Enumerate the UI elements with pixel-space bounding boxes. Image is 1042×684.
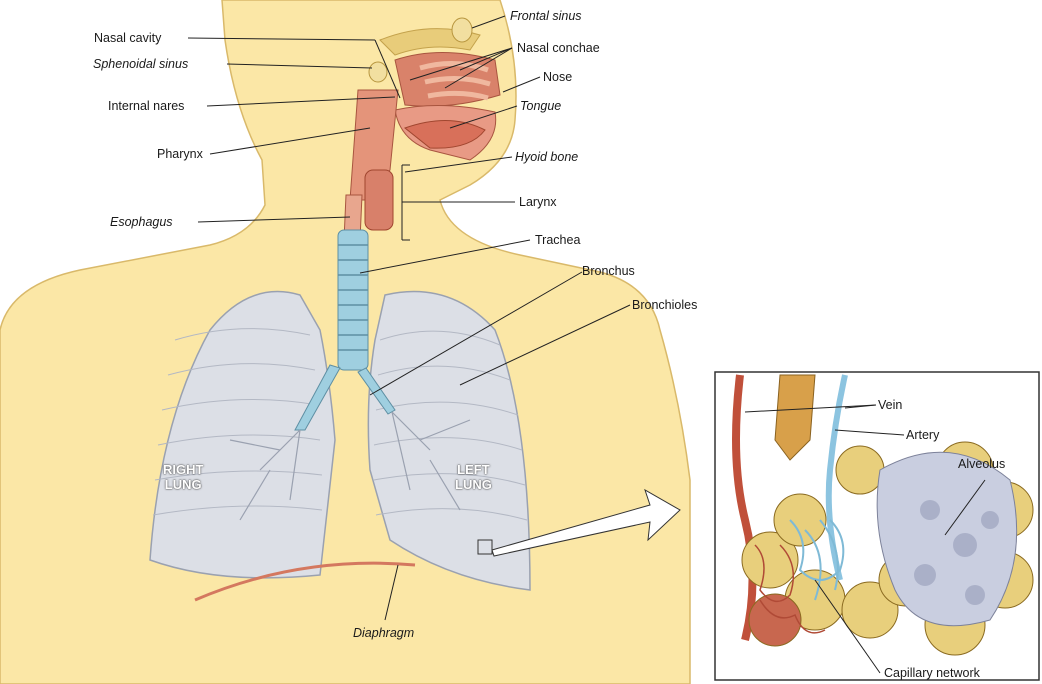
left-lung-label-line1: LEFT	[455, 462, 492, 477]
larynx-shape	[365, 170, 393, 230]
larynx-label: Larynx	[519, 195, 557, 209]
nose-label: Nose	[543, 70, 572, 84]
bronchioles-label: Bronchioles	[632, 298, 697, 312]
alveolus-label: Alveolus	[958, 457, 1005, 471]
pharynx-label: Pharynx	[157, 147, 203, 161]
right-lung-label-line2: LUNG	[163, 477, 203, 492]
frontal-sinus-shape	[452, 18, 472, 42]
frontal-sinus-label: Frontal sinus	[510, 9, 582, 23]
vein-label: Vein	[878, 398, 902, 412]
hyoid-bone-label: Hyoid bone	[515, 150, 578, 164]
right-lung-label-line1: RIGHT	[163, 462, 203, 477]
left-lung-label: LEFT LUNG	[455, 462, 492, 492]
bronchus-label: Bronchus	[582, 264, 635, 278]
nasal-cavity-label: Nasal cavity	[94, 31, 161, 45]
left-lung-label-line2: LUNG	[455, 477, 492, 492]
sphenoidal-sinus-shape	[369, 62, 387, 82]
sphenoidal-sinus-label: Sphenoidal sinus	[93, 57, 188, 71]
artery-label: Artery	[906, 428, 939, 442]
diaphragm-label: Diaphragm	[353, 626, 414, 640]
trachea-label: Trachea	[535, 233, 580, 247]
internal-nares-label: Internal nares	[108, 99, 184, 113]
capillary-network-label: Capillary network	[884, 666, 980, 680]
right-lung-label: RIGHT LUNG	[163, 462, 203, 492]
trachea-shape	[338, 230, 368, 370]
esophagus-label: Esophagus	[110, 215, 173, 229]
tongue-label: Tongue	[520, 99, 561, 113]
nasal-conchae-label: Nasal conchae	[517, 41, 600, 55]
